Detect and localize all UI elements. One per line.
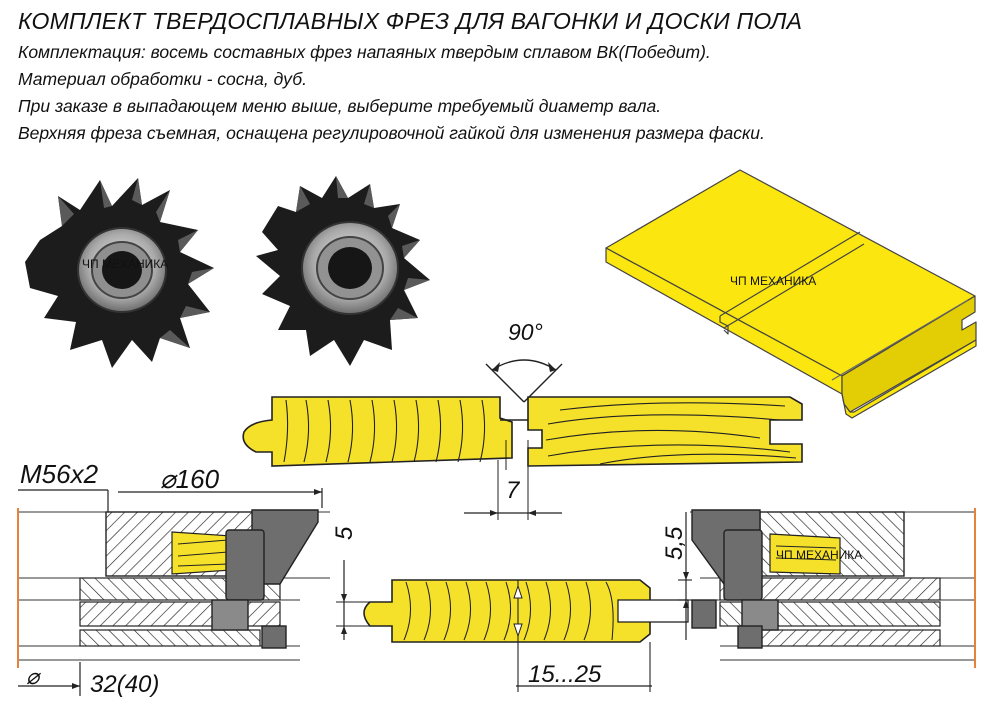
- bore-label: 32(40): [90, 671, 159, 698]
- board-section: [363, 579, 689, 692]
- cutter-photo-left: [25, 178, 214, 368]
- cutter-teeth-right: [296, 176, 430, 320]
- page-title: КОМПЛЕКТ ТВЕРДОСПЛАВНЫХ ФРЕЗ ДЛЯ ВАГОНКИ…: [18, 8, 803, 34]
- bore-hole-right: [328, 247, 372, 289]
- bore-hole-left: [102, 251, 142, 289]
- right-cutter-section: [690, 508, 976, 668]
- cutter-photo-right: [256, 176, 430, 366]
- diameter-label: ⌀160: [160, 464, 220, 494]
- angle-label: 90°: [508, 319, 543, 345]
- right-chamfer-label: 5,5: [661, 526, 688, 560]
- board-grain: [403, 581, 614, 641]
- left-cutter-section: [17, 508, 330, 668]
- bore-symbol: ⌀: [26, 664, 42, 689]
- board-profile: [242, 396, 803, 520]
- description-line-3: При заказе в выпадающем меню выше, выбер…: [18, 96, 662, 116]
- description-line-4: Верхняя фреза съемная, оснащена регулиро…: [18, 123, 765, 143]
- floor-board-3d: [605, 169, 977, 419]
- watermark-photo: ЧП МЕХАНИКА: [82, 257, 168, 271]
- wood-grain: [283, 399, 797, 465]
- board-thickness-label: 15...25: [528, 661, 602, 688]
- description-line-2: Материал обработки - сосна, дуб.: [18, 69, 307, 89]
- watermark-board: ЧП МЕХАНИКА: [730, 274, 816, 288]
- groove-width-label: 7: [506, 477, 521, 504]
- thread-label: M56x2: [20, 459, 99, 489]
- watermark-section: ЧП МЕХАНИКА: [776, 548, 862, 562]
- description-line-1: Комплектация: восемь составных фрез напа…: [18, 42, 711, 62]
- left-chamfer-label: 5: [331, 526, 358, 540]
